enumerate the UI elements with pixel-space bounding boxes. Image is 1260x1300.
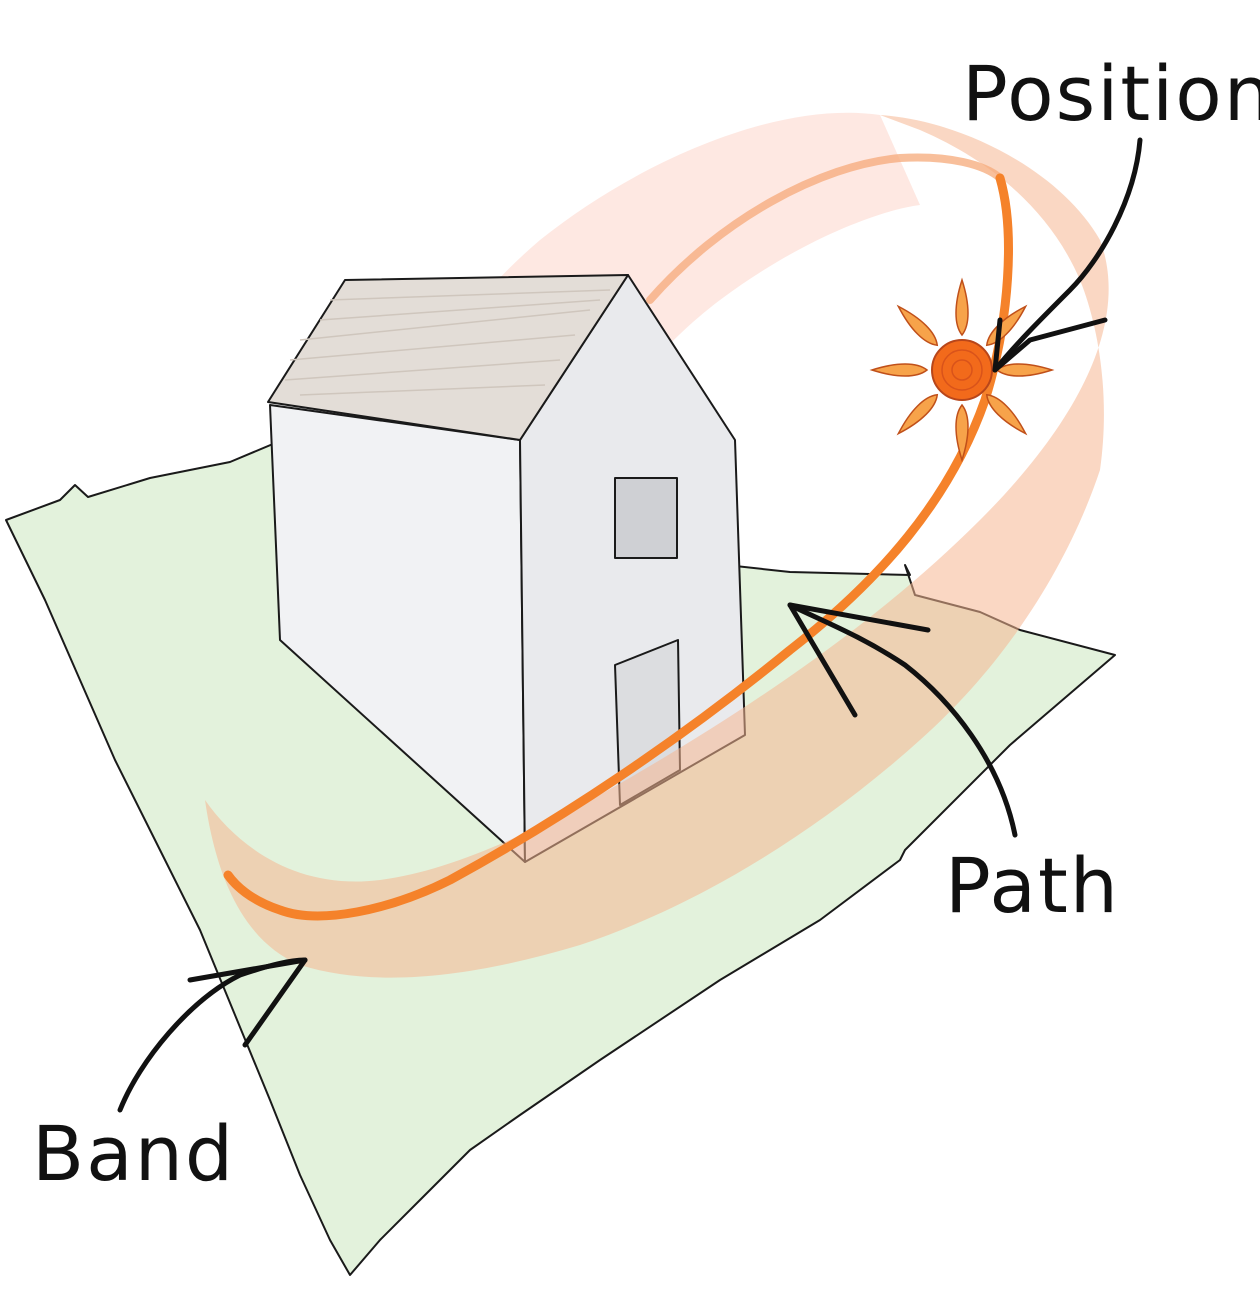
house-roof (267, 274, 629, 441)
sun-path-far (646, 153, 1004, 304)
label-path: Path (945, 841, 1120, 930)
band-near (205, 115, 1109, 978)
band-arrow (117, 957, 308, 1113)
house-window (614, 477, 678, 559)
roof-texture (284, 289, 611, 396)
path-arrow (787, 602, 1018, 838)
position-arrow (992, 137, 1143, 373)
label-position: Position (962, 49, 1260, 138)
label-band: Band (32, 1109, 235, 1198)
sun-icon (869, 277, 1055, 463)
